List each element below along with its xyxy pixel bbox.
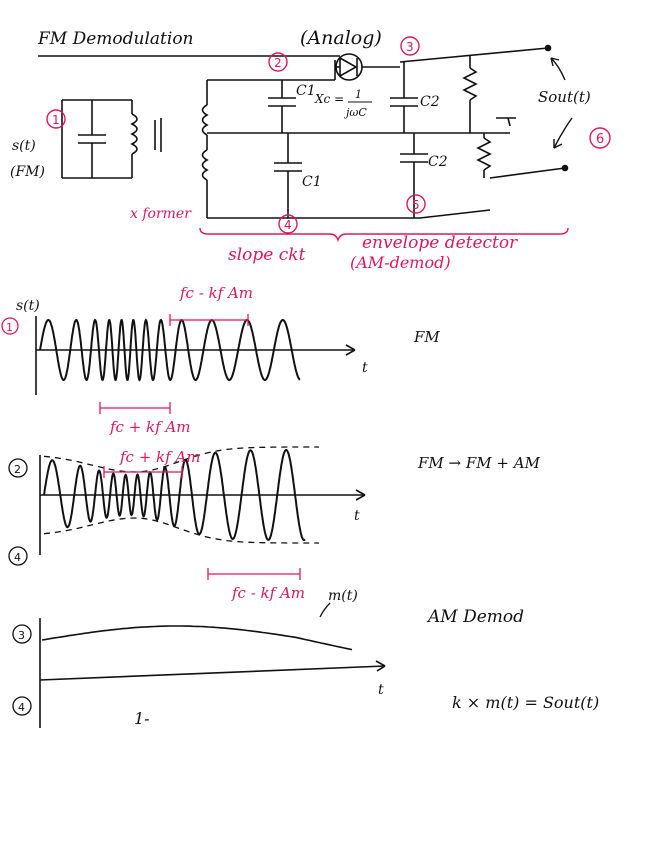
main-circuit bbox=[201, 44, 569, 219]
plot1-t-label: t bbox=[362, 360, 368, 376]
transformer-label: x former bbox=[130, 206, 192, 222]
node-6-circle bbox=[589, 127, 611, 149]
plot2-top-annotation: fc + kf Am bbox=[119, 448, 201, 466]
plot3-node-top-label: 3 bbox=[18, 629, 25, 642]
plot3-demod-wave bbox=[41, 625, 353, 651]
plot2-bottom-annotation: fc - kf Am bbox=[231, 584, 305, 602]
output-arrows bbox=[550, 57, 573, 149]
input-tank-circuit bbox=[61, 99, 162, 179]
c2-top-label: C2 bbox=[420, 94, 440, 110]
plot1-top-annotation: fc - kf Am bbox=[179, 284, 253, 302]
plot2-node-top-circle bbox=[8, 458, 28, 478]
node-5-label: 5 bbox=[412, 198, 420, 212]
xc-denominator: jωC bbox=[343, 106, 367, 119]
c1-top-label: C1 bbox=[296, 83, 316, 99]
plot3-axis-arrow bbox=[375, 660, 386, 672]
plot3-node-bottom-label: 4 bbox=[18, 701, 25, 714]
xc-label: Xc = bbox=[314, 92, 344, 106]
plot3-node-bottom-circle bbox=[12, 696, 32, 716]
envelope-detector-sub: (AM-demod) bbox=[350, 253, 451, 272]
node-1-label: 1 bbox=[52, 113, 60, 127]
plot2-node-bottom-circle bbox=[8, 546, 28, 566]
plot3-axis-mark: 1- bbox=[134, 709, 150, 728]
title-note: (Analog) bbox=[300, 27, 382, 49]
plot1-node-label: 1 bbox=[6, 321, 13, 334]
c1-bottom-label: C1 bbox=[302, 174, 322, 190]
node-markers bbox=[46, 36, 611, 234]
plot1-fm-wave bbox=[39, 318, 301, 382]
page-title: FM Demodulation bbox=[37, 29, 194, 49]
node-5-circle bbox=[406, 194, 426, 214]
plot3-t-label: t bbox=[378, 682, 384, 698]
slope-circuit-label: slope ckt bbox=[228, 245, 306, 265]
plot2-envelope-top bbox=[43, 446, 319, 473]
plot1-name: FM bbox=[413, 328, 440, 346]
plot2-t-label: t bbox=[354, 508, 360, 524]
xc-numerator: 1 bbox=[355, 88, 362, 101]
node-3-label: 3 bbox=[406, 40, 414, 54]
plot2-fm-am-wave bbox=[43, 449, 306, 541]
node-4-label: 4 bbox=[284, 218, 292, 232]
plot3-t-axis bbox=[39, 665, 386, 681]
plot2-signal-label: m(t) bbox=[328, 588, 358, 604]
node-1-circle bbox=[46, 109, 66, 129]
plot1-y-label: s(t) bbox=[16, 298, 40, 314]
plot2-node-top-label: 2 bbox=[14, 463, 21, 476]
node-2-label: 2 bbox=[274, 56, 282, 70]
plot2-node-bottom-label: 4 bbox=[14, 551, 21, 564]
c2-bottom-label: C2 bbox=[428, 154, 448, 170]
plot2-envelope-bottom bbox=[43, 517, 319, 544]
plot2-name: FM → FM + AM bbox=[417, 454, 541, 472]
plot3-name: AM Demod bbox=[426, 607, 524, 627]
plot3-equation: k × m(t) = Sout(t) bbox=[452, 693, 599, 712]
input-signal-sub: (FM) bbox=[10, 164, 45, 180]
node-3-circle bbox=[400, 36, 420, 56]
plot2-axis-arrow bbox=[355, 489, 366, 501]
plot1-bottom-annotation: fc + kf Am bbox=[109, 418, 191, 436]
section-braces bbox=[199, 227, 569, 243]
plot2-signal-pointer bbox=[319, 602, 331, 618]
input-signal-label: s(t) bbox=[12, 138, 36, 154]
node-4-circle bbox=[278, 214, 298, 234]
node-2-circle bbox=[268, 52, 288, 72]
envelope-detector-label: envelope detector bbox=[362, 233, 518, 253]
plot1-axis-arrow bbox=[345, 344, 356, 356]
plot3-node-top-circle bbox=[12, 624, 32, 644]
plot1-node-circle bbox=[1, 317, 19, 335]
output-label: Sout(t) bbox=[538, 88, 591, 106]
node-6-label: 6 bbox=[596, 132, 604, 147]
